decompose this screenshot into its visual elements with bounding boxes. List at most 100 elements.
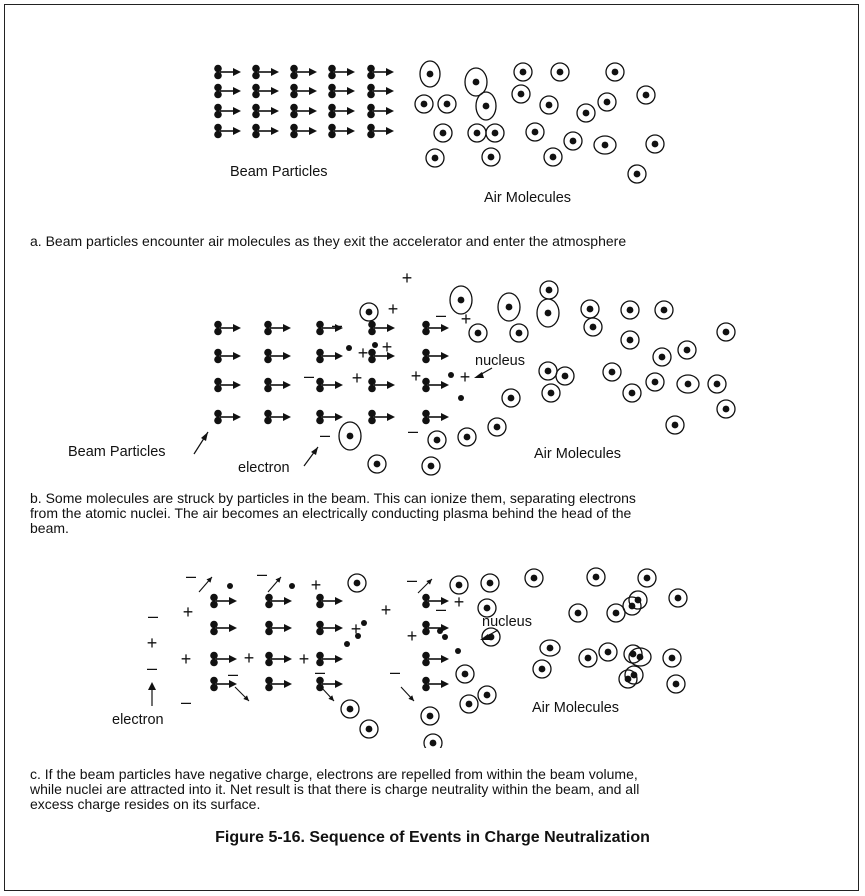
positive-ion-symbol: +: [402, 268, 413, 288]
beam-particles-group: [214, 320, 449, 425]
air-molecule: [338, 421, 362, 451]
air-molecule: [433, 123, 453, 143]
air-molecule: [480, 573, 500, 593]
air-molecule: [652, 347, 672, 367]
beam-particle: [214, 320, 241, 336]
air-molecule: [636, 85, 656, 105]
caption-c-line-3: excess charge resides on its surface.: [30, 796, 261, 812]
air-molecule: [425, 148, 445, 168]
electron-symbol: –: [390, 662, 400, 682]
air-molecule: [578, 648, 598, 668]
figure-title: Figure 5-16. Sequence of Events in Charg…: [215, 829, 650, 846]
air-molecule: [455, 664, 475, 684]
electron-symbol: –: [148, 606, 158, 626]
air-molecule: [666, 674, 686, 694]
motion-arrow: [417, 578, 433, 594]
positive-ion-symbol: +: [454, 592, 465, 612]
air-molecule: [421, 456, 441, 476]
beam-particle: [316, 320, 343, 336]
air-molecule: [654, 300, 674, 320]
beam-particle: [264, 348, 291, 364]
caption-c: c. If the beam particles have negative c…: [30, 767, 840, 812]
beam-particle: [252, 83, 279, 99]
air-molecule: [597, 92, 617, 112]
beam-particle: [264, 409, 291, 425]
air-molecule: [583, 317, 603, 337]
air-molecule: [716, 322, 736, 342]
caption-b-line-3: beam.: [30, 520, 69, 536]
air-molecule: [468, 323, 488, 343]
electron-label: electron: [112, 712, 164, 728]
air-molecule: [550, 62, 570, 82]
beam-particle: [316, 348, 343, 364]
beam-particle: [214, 409, 241, 425]
air-molecule: [467, 123, 487, 143]
electron-symbol: –: [257, 564, 267, 584]
positive-ion-symbol: +: [352, 368, 363, 388]
beam-particle: [252, 103, 279, 119]
beam-particle: [422, 409, 449, 425]
nucleus-label-arrowhead: [474, 372, 484, 378]
beam-particle: [367, 83, 394, 99]
electron-symbol: –: [332, 315, 342, 335]
nucleus-dot: [437, 628, 443, 634]
air-molecule: [539, 639, 561, 657]
air-molecule: [525, 122, 545, 142]
nucleus-dot: [346, 345, 352, 351]
beam-particle: [214, 123, 241, 139]
air-molecule: [637, 568, 657, 588]
air-molecule: [359, 719, 379, 739]
air-molecule: [419, 60, 441, 88]
air-molecule: [586, 567, 606, 587]
air-molecule: [359, 302, 379, 322]
beam-particles-group: [210, 593, 449, 692]
figure-frame: [4, 4, 859, 891]
nucleus-label: nucleus: [482, 614, 532, 630]
air-molecule: [624, 665, 644, 685]
air-molecule: [464, 67, 488, 97]
air-molecule: [475, 91, 497, 121]
beam-particle: [316, 593, 343, 609]
air-molecules-group: [340, 567, 688, 748]
air-molecule: [457, 427, 477, 447]
air-molecule: [668, 588, 688, 608]
air-molecule: [563, 131, 583, 151]
positive-ion-symbol: +: [411, 366, 422, 386]
positive-ion-symbol: +: [181, 649, 192, 669]
air-molecule: [676, 374, 700, 394]
air-molecule: [593, 135, 617, 155]
beam-particle: [422, 620, 449, 636]
motion-arrow: [198, 576, 213, 593]
electron-label-arrowhead: [311, 447, 318, 455]
beam-particle: [422, 348, 449, 364]
air-molecule: [513, 62, 533, 82]
electron-symbol: –: [181, 692, 191, 712]
positive-ion-symbol: +: [382, 337, 393, 357]
caption-b: b. Some molecules are struck by particle…: [30, 491, 840, 536]
positive-ion-symbol: +: [147, 633, 158, 653]
air-molecule: [477, 598, 497, 618]
air-molecule: [459, 694, 479, 714]
beam-particle: [368, 320, 395, 336]
air-molecule: [477, 685, 497, 705]
air-molecule: [576, 103, 596, 123]
nucleus-dot: [344, 641, 350, 647]
air-molecules-group: [414, 60, 665, 184]
air-molecule: [645, 372, 665, 392]
air-molecule: [538, 361, 558, 381]
electron-symbol: –: [408, 421, 418, 441]
panel-a-diagram: Beam Particles Air Molecules: [214, 60, 665, 206]
air-molecule: [555, 366, 575, 386]
air-molecule: [662, 648, 682, 668]
air-molecule: [628, 647, 652, 667]
air-molecule: [645, 134, 665, 154]
air-molecule: [509, 323, 529, 343]
beam-particle: [252, 123, 279, 139]
air-molecules-group: [338, 280, 736, 476]
electron-symbol: –: [436, 599, 446, 619]
beam-particle: [368, 377, 395, 393]
beam-particle: [422, 651, 449, 667]
beam-particle: [210, 620, 237, 636]
air-molecule: [437, 94, 457, 114]
beam-particles-label: Beam Particles: [68, 444, 166, 460]
